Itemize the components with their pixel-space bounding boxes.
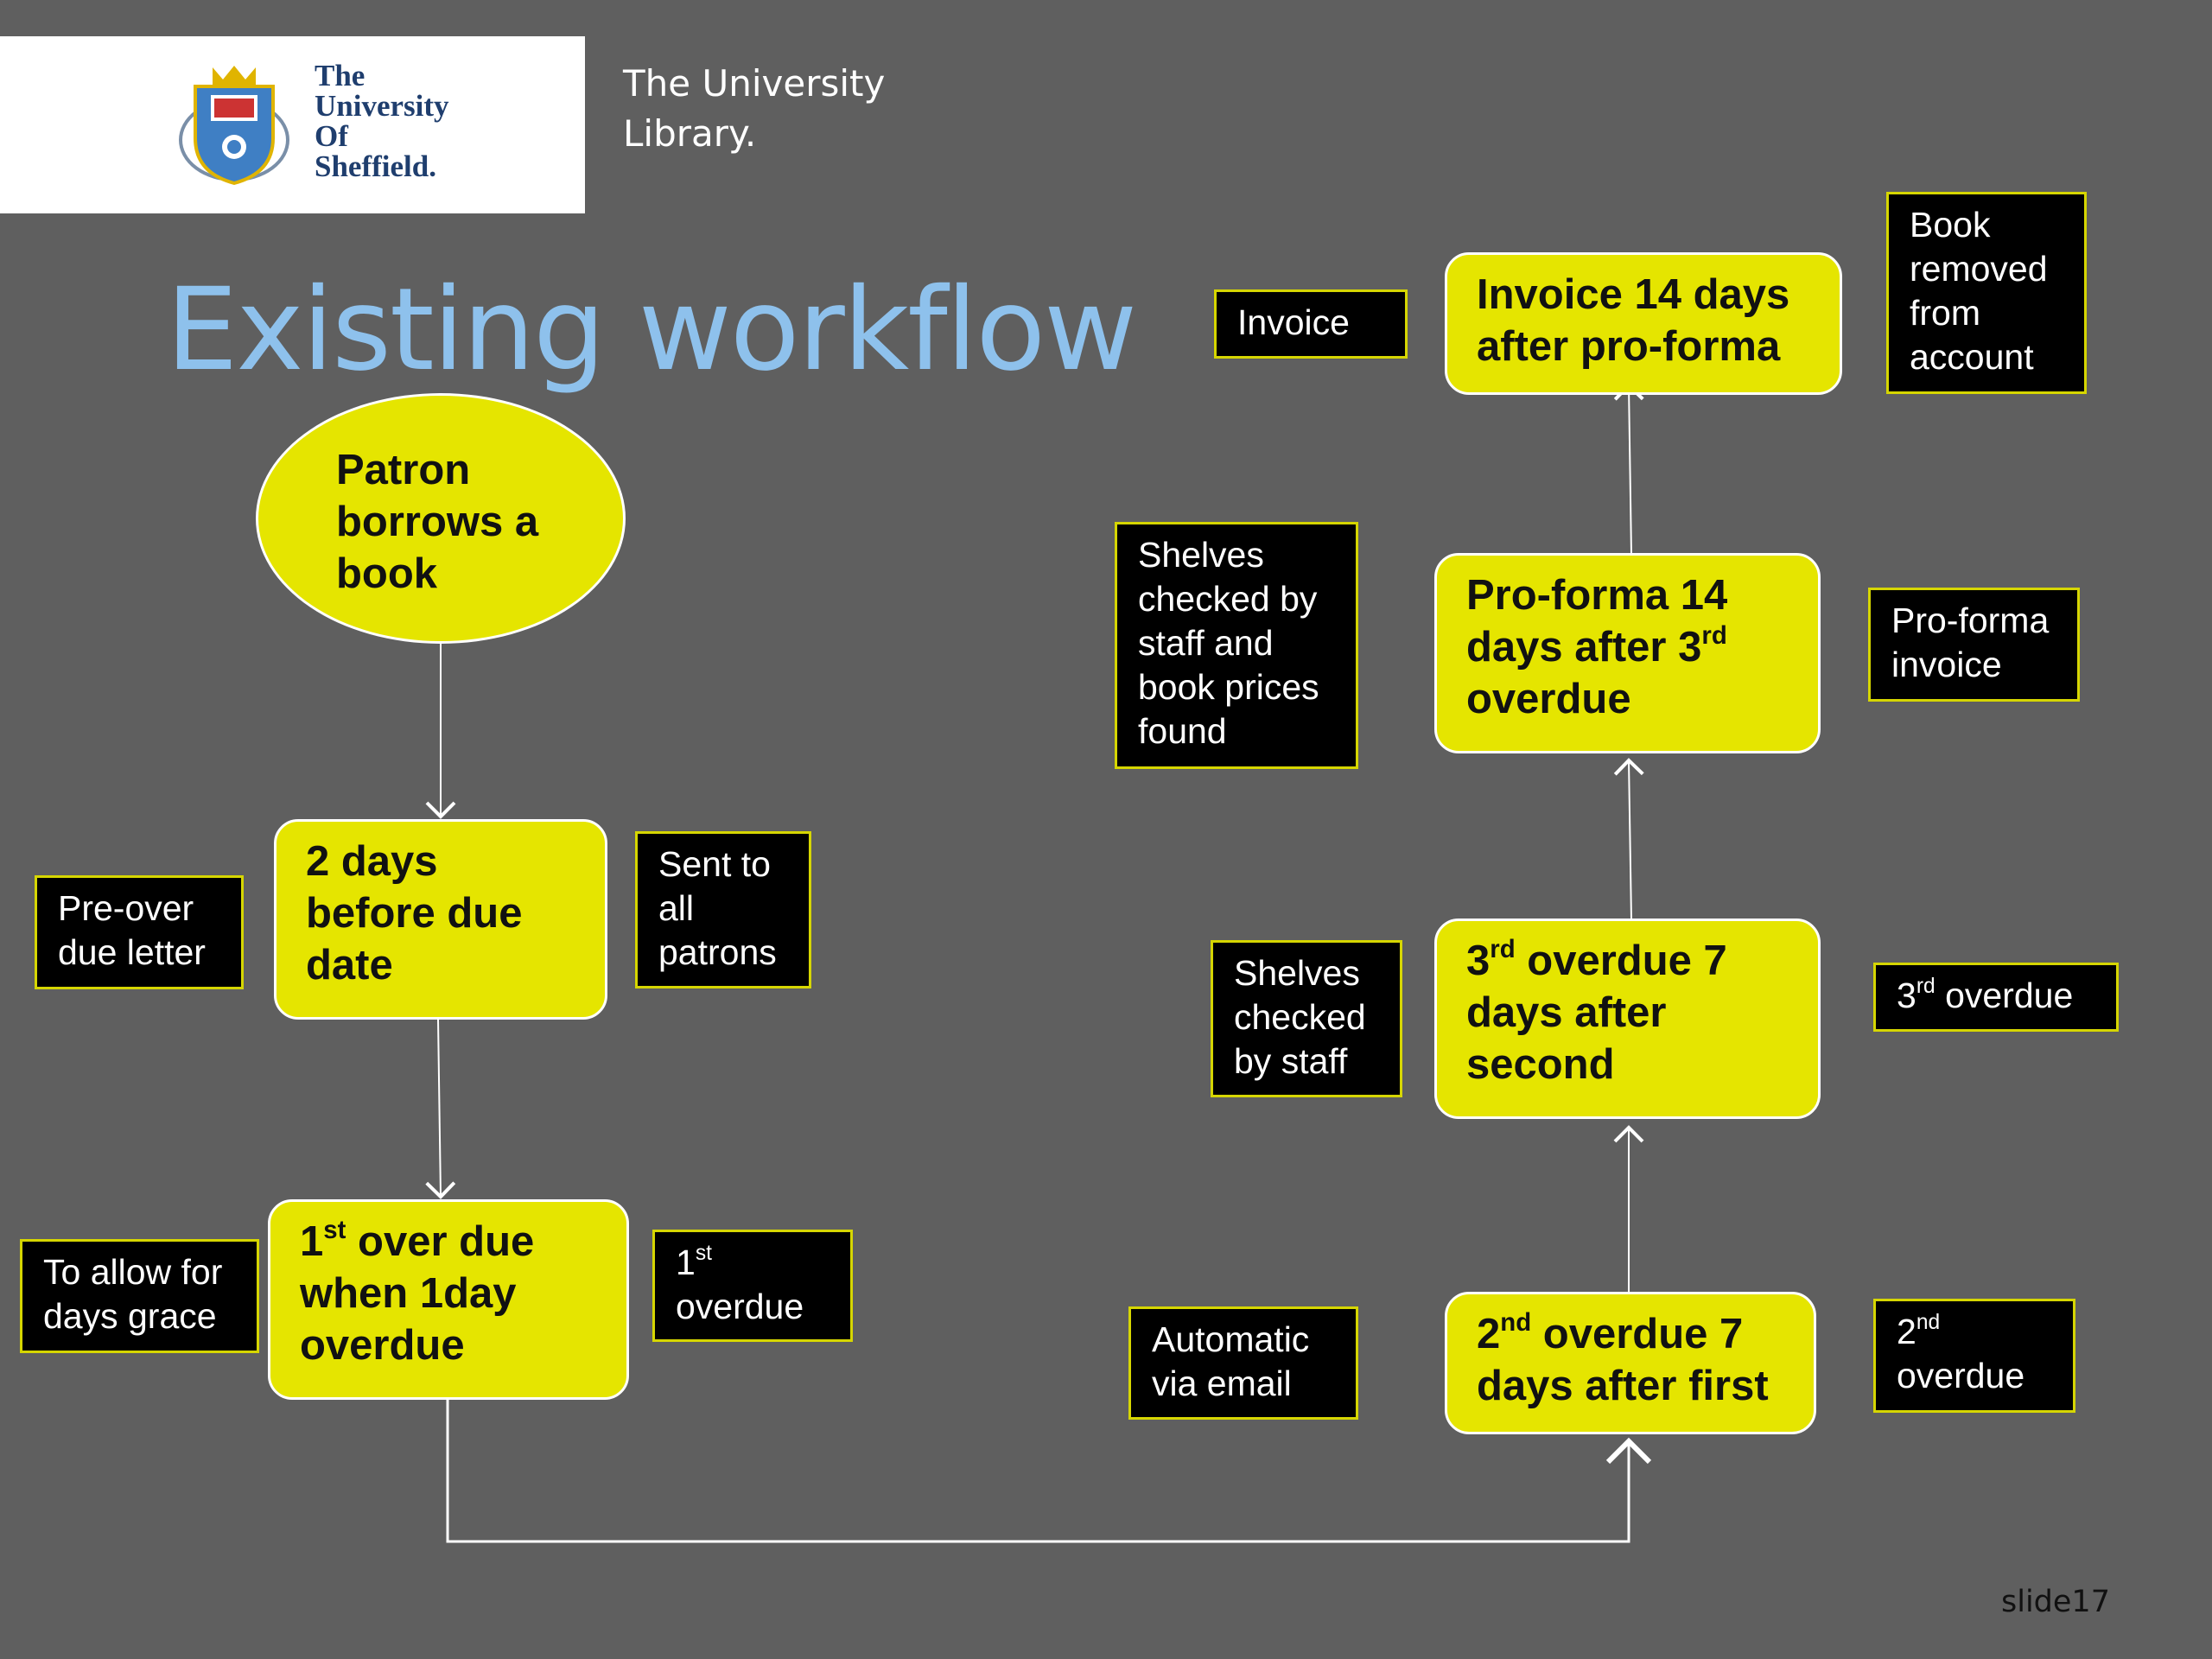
- node-text: second: [1466, 1041, 1615, 1088]
- note-text: overdue: [1897, 1356, 2025, 1395]
- node-text: overdue 7: [1515, 938, 1727, 984]
- note-text: 2: [1897, 1312, 1916, 1351]
- arrow-first-to-second: [446, 1398, 1652, 1543]
- note-text: all: [658, 888, 695, 928]
- note-shelves-prices: Shelves checked by staff and book prices…: [1115, 522, 1358, 769]
- note-text: Shelves: [1234, 953, 1360, 993]
- note-text: days grace: [43, 1296, 217, 1336]
- node-text: Invoice 14 days: [1477, 271, 1790, 318]
- node-superscript: st: [323, 1215, 346, 1244]
- note-invoice: Invoice: [1214, 289, 1408, 359]
- node-superscript: rd: [1701, 620, 1727, 650]
- note-shelves-checked: Shelves checked by staff: [1211, 940, 1402, 1097]
- note-text: found: [1138, 711, 1227, 751]
- arrow-two-days-to-first: [425, 1019, 456, 1199]
- note-text: patrons: [658, 932, 777, 972]
- note-first-overdue: 1st overdue: [652, 1230, 853, 1342]
- library-name-line-1: The University: [623, 62, 886, 105]
- note-text: Shelves: [1138, 535, 1264, 575]
- node-first-overdue: 1st over due when 1day overdue: [268, 1199, 629, 1400]
- node-two-days-before: 2 days before due date: [274, 819, 607, 1020]
- note-pre-over-due: Pre-over due letter: [35, 875, 244, 989]
- note-sent-to-all: Sent to all patrons: [635, 831, 811, 988]
- note-text: staff and: [1138, 623, 1274, 663]
- node-third-overdue: 3rd overdue 7 days after second: [1434, 918, 1821, 1119]
- university-crest-icon: [179, 66, 289, 186]
- slide-number: slide17: [2001, 1585, 2110, 1619]
- node-text: overdue: [300, 1322, 465, 1369]
- note-text: Pro-forma: [1891, 601, 2050, 640]
- note-text: by staff: [1234, 1041, 1348, 1081]
- note-book-removed: Book removed from account: [1886, 192, 2087, 394]
- note-automatic: Automatic via email: [1128, 1306, 1358, 1420]
- node-proforma: Pro-forma 14 days after 3rd overdue: [1434, 553, 1821, 753]
- note-text: Pre-over: [58, 888, 194, 928]
- node-text: Pro-forma 14: [1466, 572, 1728, 619]
- note-text: checked by: [1138, 579, 1318, 619]
- node-text: days after first: [1477, 1363, 1769, 1409]
- arrow-third-to-proforma: [1613, 758, 1644, 921]
- node-text: when 1day: [300, 1270, 517, 1317]
- note-text: via email: [1152, 1363, 1292, 1403]
- node-text: before due: [306, 890, 523, 937]
- note-text: account: [1910, 337, 2034, 377]
- logo-line: The: [315, 59, 365, 92]
- node-text: 3: [1466, 938, 1491, 984]
- logo-wordmark: The University Of Sheffield.: [315, 60, 449, 181]
- note-text: 3: [1897, 976, 1916, 1015]
- note-superscript: rd: [1916, 974, 1936, 998]
- logo-line: Sheffield.: [315, 149, 436, 183]
- note-text: removed: [1910, 249, 2048, 289]
- note-to-allow: To allow for days grace: [20, 1239, 259, 1353]
- note-text: overdue: [1935, 976, 2074, 1015]
- node-text: book: [336, 550, 438, 597]
- node-text: Patron: [336, 447, 471, 493]
- node-text: borrows a: [336, 499, 539, 545]
- node-text: date: [306, 942, 393, 988]
- node-superscript: nd: [1500, 1307, 1532, 1337]
- node-invoice: Invoice 14 days after pro-forma: [1445, 252, 1842, 395]
- note-text: book prices: [1138, 667, 1319, 707]
- logo-line: Of: [315, 119, 348, 153]
- note-text: due letter: [58, 932, 206, 972]
- node-text: days after: [1466, 989, 1667, 1036]
- note-second-overdue: 2nd overdue: [1873, 1299, 2075, 1413]
- note-text: Book: [1910, 205, 1991, 245]
- note-text: To allow for: [43, 1252, 223, 1292]
- note-proforma-invoice: Pro-forma invoice: [1868, 588, 2080, 702]
- node-text: days after 3: [1466, 624, 1702, 671]
- note-text: checked: [1234, 997, 1366, 1037]
- note-text: from: [1910, 293, 1980, 333]
- note-text: 1: [676, 1243, 696, 1282]
- node-superscript: rd: [1490, 934, 1516, 963]
- node-text: 1: [300, 1218, 324, 1265]
- arrow-proforma-to-invoice: [1613, 383, 1644, 556]
- node-text: overdue: [1466, 676, 1631, 722]
- node-patron-borrows: Patron borrows a book: [256, 393, 626, 644]
- logo-line: University: [315, 89, 449, 123]
- library-name-line-2: Library.: [623, 112, 757, 155]
- note-text: overdue: [676, 1287, 804, 1326]
- university-logo: The University Of Sheffield.: [0, 36, 585, 213]
- note-superscript: st: [695, 1241, 712, 1265]
- node-text: 2 days: [306, 838, 438, 885]
- node-text: overdue 7: [1531, 1311, 1744, 1357]
- node-text: 2: [1477, 1311, 1501, 1357]
- node-text: after pro-forma: [1477, 323, 1781, 370]
- note-third-overdue: 3rd overdue: [1873, 963, 2119, 1032]
- node-second-overdue: 2nd overdue 7 days after first: [1445, 1292, 1816, 1434]
- note-superscript: nd: [1916, 1310, 1941, 1334]
- note-text: Automatic: [1152, 1319, 1310, 1359]
- node-text: over due: [346, 1218, 535, 1265]
- note-text: Invoice: [1237, 302, 1350, 342]
- note-text: Sent to: [658, 844, 771, 884]
- slide-title: Existing workflow: [166, 264, 1137, 397]
- note-text: invoice: [1891, 645, 2002, 684]
